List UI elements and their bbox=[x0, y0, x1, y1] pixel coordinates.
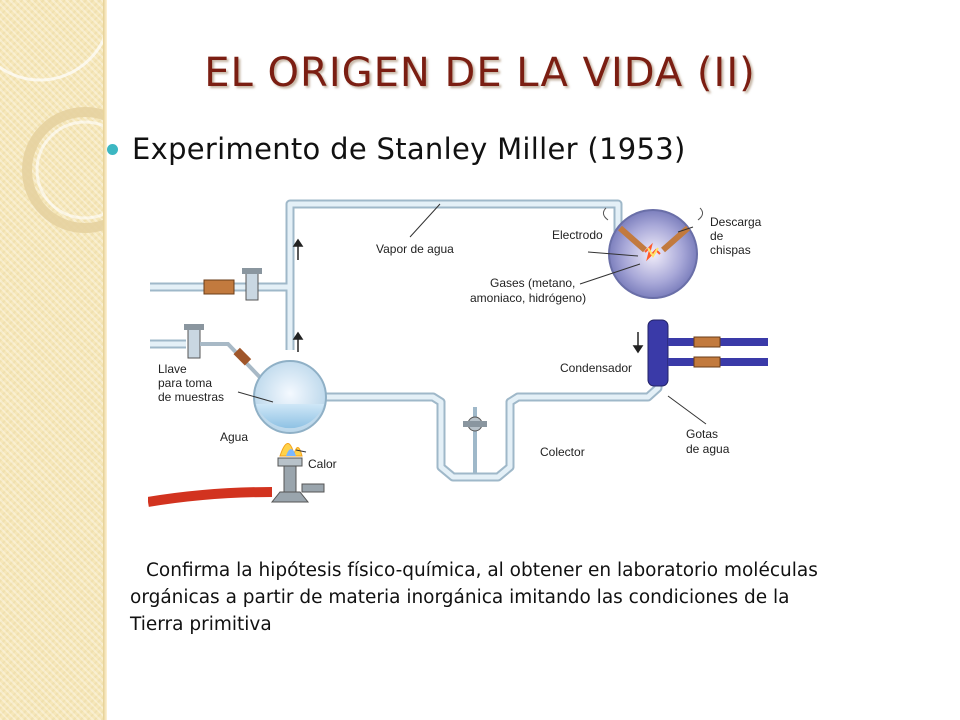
label-descarga-3: chispas bbox=[710, 243, 751, 257]
label-gases-2: amoniaco, hidrógeno) bbox=[470, 291, 586, 305]
bullet-dot-icon bbox=[107, 143, 118, 155]
label-descarga-1: Descarga bbox=[710, 215, 762, 229]
bullet-item: Experimento de Stanley Miller (1953) bbox=[107, 132, 686, 166]
bullet-text: Experimento de Stanley Miller (1953) bbox=[132, 132, 686, 166]
label-gases-1: Gases (metano, bbox=[490, 276, 575, 290]
label-vapor-de-agua: Vapor de agua bbox=[376, 242, 454, 256]
label-gotas-1: Gotas bbox=[686, 427, 718, 441]
sidebar-circles-decoration bbox=[0, 36, 103, 233]
spark-chamber bbox=[602, 207, 704, 299]
label-descarga-2: de bbox=[710, 229, 724, 243]
side-valve-top bbox=[203, 268, 262, 301]
decorative-sidebar bbox=[0, 0, 103, 720]
label-llave-1: Llave bbox=[158, 362, 187, 376]
label-condensador: Condensador bbox=[560, 361, 632, 375]
burner bbox=[270, 443, 325, 503]
miller-experiment-diagram: Vapor de agua Electrodo Descarga de chis… bbox=[148, 199, 768, 507]
flow-arrows bbox=[292, 238, 644, 354]
caption-body: Confirma la hipótesis físico-química, al… bbox=[130, 560, 818, 635]
water-flask bbox=[253, 360, 327, 434]
label-calor: Calor bbox=[308, 457, 337, 471]
label-electrodo: Electrodo bbox=[552, 228, 603, 242]
label-agua: Agua bbox=[220, 430, 248, 444]
collector-valve bbox=[463, 407, 487, 474]
page-title: EL ORIGEN DE LA VIDA (II) bbox=[204, 50, 756, 96]
leader-lines bbox=[237, 203, 707, 453]
caption-text: Confirma la hipótesis físico-química, al… bbox=[130, 557, 830, 638]
label-colector: Colector bbox=[540, 445, 585, 459]
label-llave-3: de muestras bbox=[158, 390, 224, 404]
gas-hose bbox=[148, 487, 273, 507]
condenser bbox=[647, 319, 768, 387]
label-gotas-2: de agua bbox=[686, 442, 730, 456]
label-llave-2: para toma bbox=[158, 376, 212, 390]
sidebar-edge bbox=[103, 0, 107, 720]
